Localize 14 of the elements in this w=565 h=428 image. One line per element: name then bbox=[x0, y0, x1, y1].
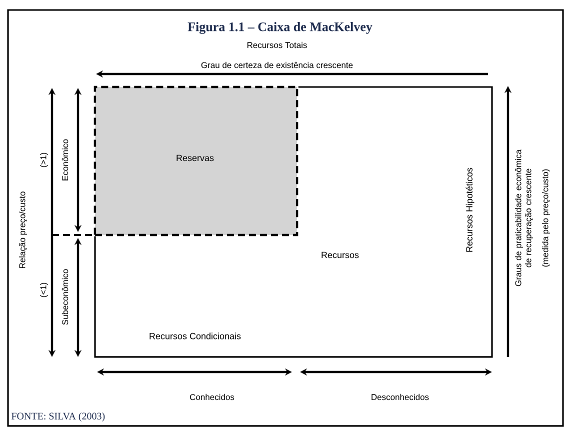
ratio-label: (>1) bbox=[40, 152, 48, 168]
caption: FONTE: SILVA (2003) bbox=[12, 412, 105, 422]
title: Figura 1.1 – Caixa de MacKelvey bbox=[188, 22, 372, 34]
axis-label: Relação preço/custo bbox=[19, 192, 27, 268]
axis-label: (medida pelo preço/custo) bbox=[542, 169, 550, 267]
arrow-label: Econômico bbox=[62, 139, 68, 180]
arrow-label: Grau de certeza de existência crescente bbox=[201, 62, 353, 68]
axis-label: Graus de praticabilidade econômica de recuperação crescente bbox=[515, 150, 533, 286]
arrow-label: Conhecidos bbox=[190, 394, 234, 400]
arrow-label: Desconhecidos bbox=[372, 394, 429, 400]
label: Recursos Totais bbox=[247, 42, 307, 48]
ratio-label: (<1) bbox=[40, 282, 48, 298]
reserves-box: Reservas bbox=[94, 86, 298, 236]
arrow-label: Subeconômico bbox=[62, 269, 68, 325]
